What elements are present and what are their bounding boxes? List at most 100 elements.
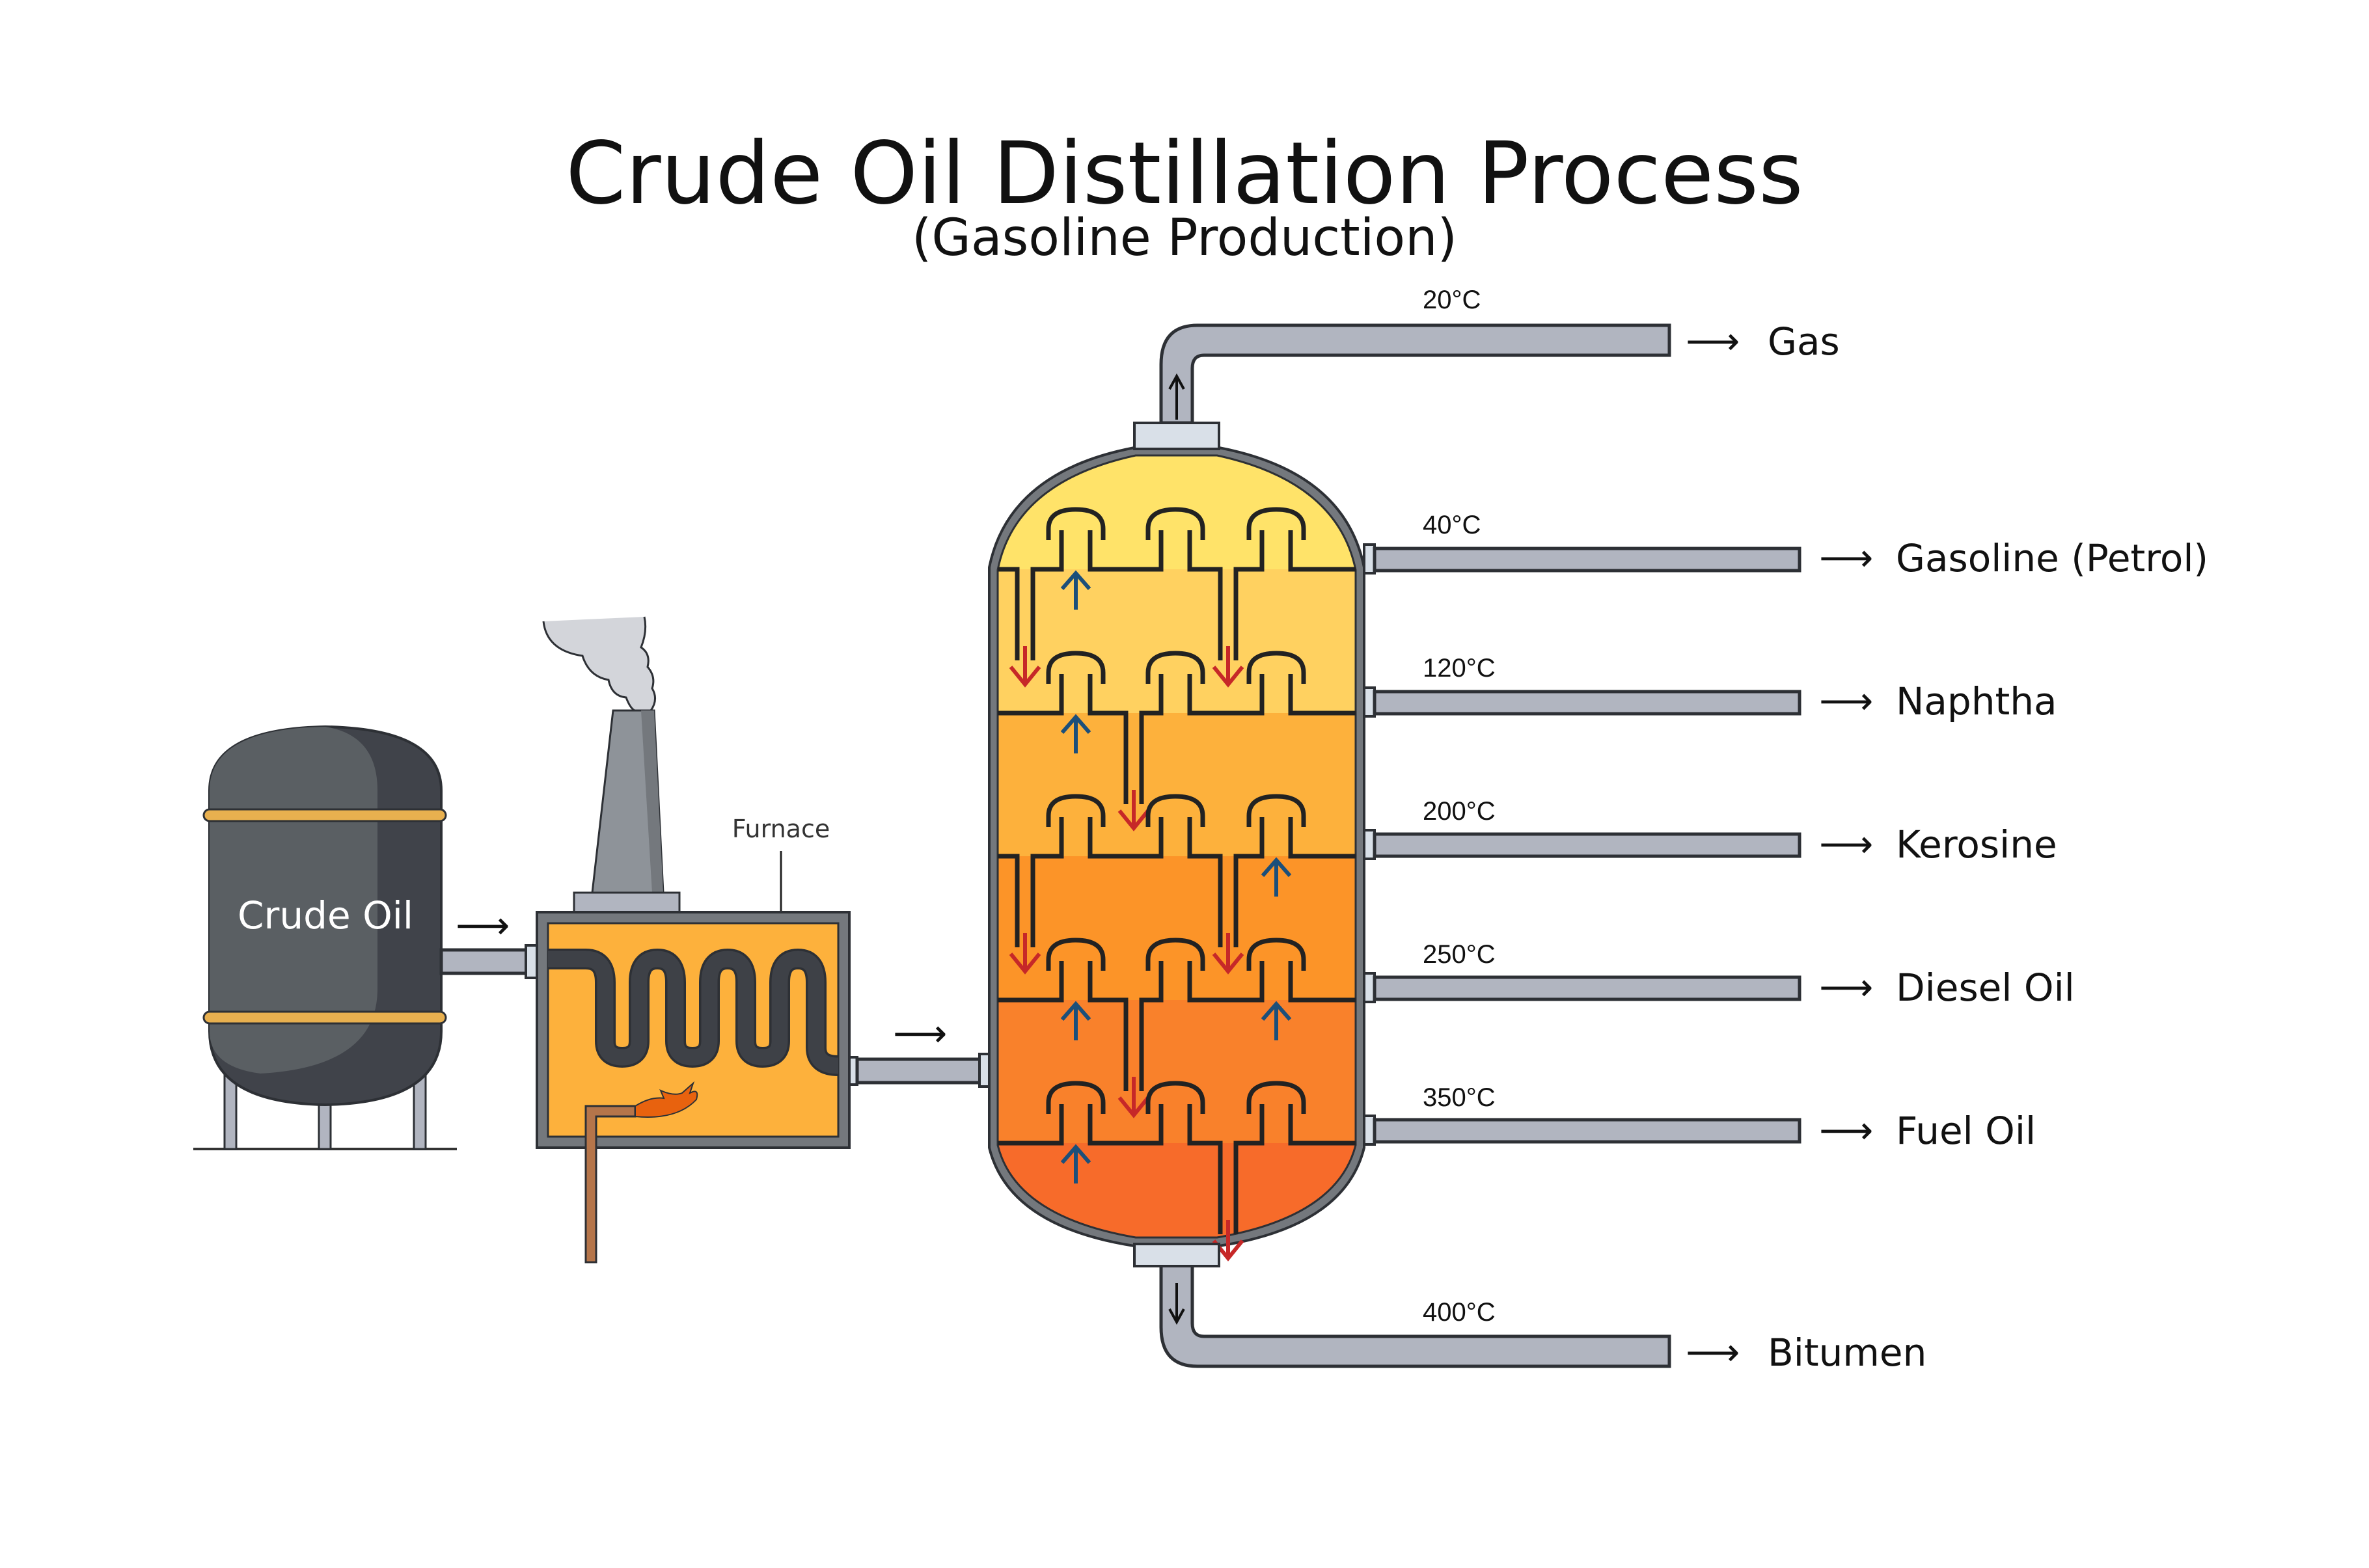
outlet-pipe <box>1373 1118 1801 1144</box>
tank-band <box>202 1010 447 1025</box>
outlet-pipe <box>1373 832 1801 858</box>
crude-oil-tank: Crude Oil <box>193 725 457 1150</box>
product-label-gas: Gas <box>1768 319 1840 364</box>
up-arrow-icon <box>1168 373 1185 420</box>
liquid-down-arrow-icon <box>1009 646 1041 688</box>
column-band <box>998 1143 1356 1237</box>
flow-arrow-icon: ⟶ <box>1819 822 1873 866</box>
bubble-cap <box>1145 507 1205 540</box>
temperature-label: 120°C <box>1423 654 1496 683</box>
bubble-cap <box>1145 794 1205 827</box>
outlet-pipe <box>1373 547 1801 573</box>
flow-arrow-icon: ⟶ <box>456 903 510 947</box>
arrow-head <box>1117 1096 1150 1118</box>
gas-outlet-pipe <box>1159 323 1671 425</box>
tank-label: Crude Oil <box>238 893 413 938</box>
tank-band <box>202 808 447 822</box>
product-label-bitumen: Bitumen <box>1768 1331 1926 1375</box>
bubble-cap <box>1246 1081 1306 1114</box>
tray-deck <box>998 961 1356 1091</box>
product-label-fuel-oil: Fuel Oil <box>1896 1109 2036 1153</box>
arrow-head <box>1117 809 1150 831</box>
tray-deck <box>998 817 1356 947</box>
arrow-head <box>1060 1001 1091 1021</box>
bubble-cap <box>1046 938 1106 971</box>
arrow-head <box>1060 1144 1091 1164</box>
arrow-head <box>1060 714 1091 734</box>
flow-arrow-icon: ⟶ <box>1686 1330 1740 1374</box>
flow-arrow-icon: ⟶ <box>1686 319 1740 363</box>
product-label-diesel: Diesel Oil <box>1896 966 2075 1010</box>
arrow-head <box>1212 666 1244 688</box>
down-arrow-icon <box>1168 1283 1185 1325</box>
column-band <box>998 856 1356 1000</box>
bubble-cap <box>1046 794 1106 827</box>
bubble-cap <box>1145 651 1205 684</box>
arrow-head <box>1261 857 1292 877</box>
vapor-up-arrow-icon <box>1261 1001 1292 1040</box>
liquid-down-arrow-icon <box>1212 933 1244 975</box>
bubble-cap <box>1145 938 1205 971</box>
arrow-head <box>1009 666 1041 688</box>
temperature-label: 250°C <box>1423 940 1496 969</box>
bubble-cap <box>1145 1081 1205 1114</box>
vapor-up-arrow-icon <box>1261 857 1292 897</box>
top-flange <box>1133 422 1220 450</box>
flow-arrow-icon: ⟶ <box>1819 1108 1873 1152</box>
temperature-label: 40°C <box>1423 511 1481 539</box>
product-label-gasoline: Gasoline (Petrol) <box>1896 536 2208 580</box>
flow-arrow-icon: ⟶ <box>1819 965 1873 1009</box>
liquid-down-arrow-icon <box>1212 646 1244 688</box>
smoke-icon <box>542 616 656 712</box>
liquid-down-arrow-icon <box>1009 933 1041 975</box>
product-label-kerosine: Kerosine <box>1896 822 2057 867</box>
feed-pipe <box>439 948 529 975</box>
bubble-cap <box>1246 938 1306 971</box>
vapor-up-arrow-icon <box>1060 1144 1091 1183</box>
vapor-up-arrow-icon <box>1060 570 1091 610</box>
furnace-label: Furnace <box>732 815 830 843</box>
bubble-cap <box>1246 507 1306 540</box>
flame-icon <box>635 1081 698 1118</box>
flow-arrow-icon: ⟶ <box>1819 535 1873 580</box>
page-subtitle: (Gasoline Production) <box>912 209 1457 267</box>
bitumen-outlet-pipe <box>1159 1260 1671 1368</box>
outlet-pipe <box>1373 690 1801 716</box>
arrow-head <box>1212 953 1244 975</box>
flow-arrow-icon: ⟶ <box>893 1011 947 1055</box>
tray-deck <box>998 674 1356 804</box>
arrow-head <box>1009 953 1041 975</box>
column-band <box>998 1000 1356 1143</box>
bubble-cap <box>1246 651 1306 684</box>
vapor-up-arrow-icon <box>1060 1001 1091 1040</box>
flow-arrow-icon: ⟶ <box>1819 679 1873 723</box>
bubble-cap <box>1246 794 1306 827</box>
temperature-label: 200°C <box>1423 797 1496 826</box>
liquid-down-arrow-icon <box>1117 1077 1150 1118</box>
furnace: Furnace <box>536 616 851 1264</box>
column-band <box>998 569 1356 713</box>
bubble-cap <box>1046 507 1106 540</box>
bubble-cap <box>1046 651 1106 684</box>
tray-deck <box>998 530 1356 660</box>
arrow-head <box>1261 1001 1292 1021</box>
arrow-head <box>1060 570 1091 590</box>
bubble-cap <box>1046 1081 1106 1114</box>
temperature-label: 400°C <box>1423 1298 1496 1327</box>
heating-coil <box>548 951 839 1074</box>
outlet-pipe <box>1373 975 1801 1001</box>
product-label-naphtha: Naphtha <box>1896 679 2057 723</box>
tray-deck <box>998 1104 1356 1234</box>
column-band <box>998 713 1356 856</box>
temperature-label: 20°C <box>1423 286 1481 314</box>
bottom-flange <box>1133 1243 1220 1267</box>
distillation-column <box>988 422 1365 1267</box>
chimney-shade <box>641 710 663 893</box>
page-title: Crude Oil Distillation Process <box>566 124 1803 224</box>
temperature-label: 350°C <box>1423 1083 1496 1112</box>
liquid-down-arrow-icon <box>1117 790 1150 831</box>
chimney-base <box>573 891 681 913</box>
transfer-pipe <box>855 1057 985 1085</box>
vapor-up-arrow-icon <box>1060 714 1091 753</box>
